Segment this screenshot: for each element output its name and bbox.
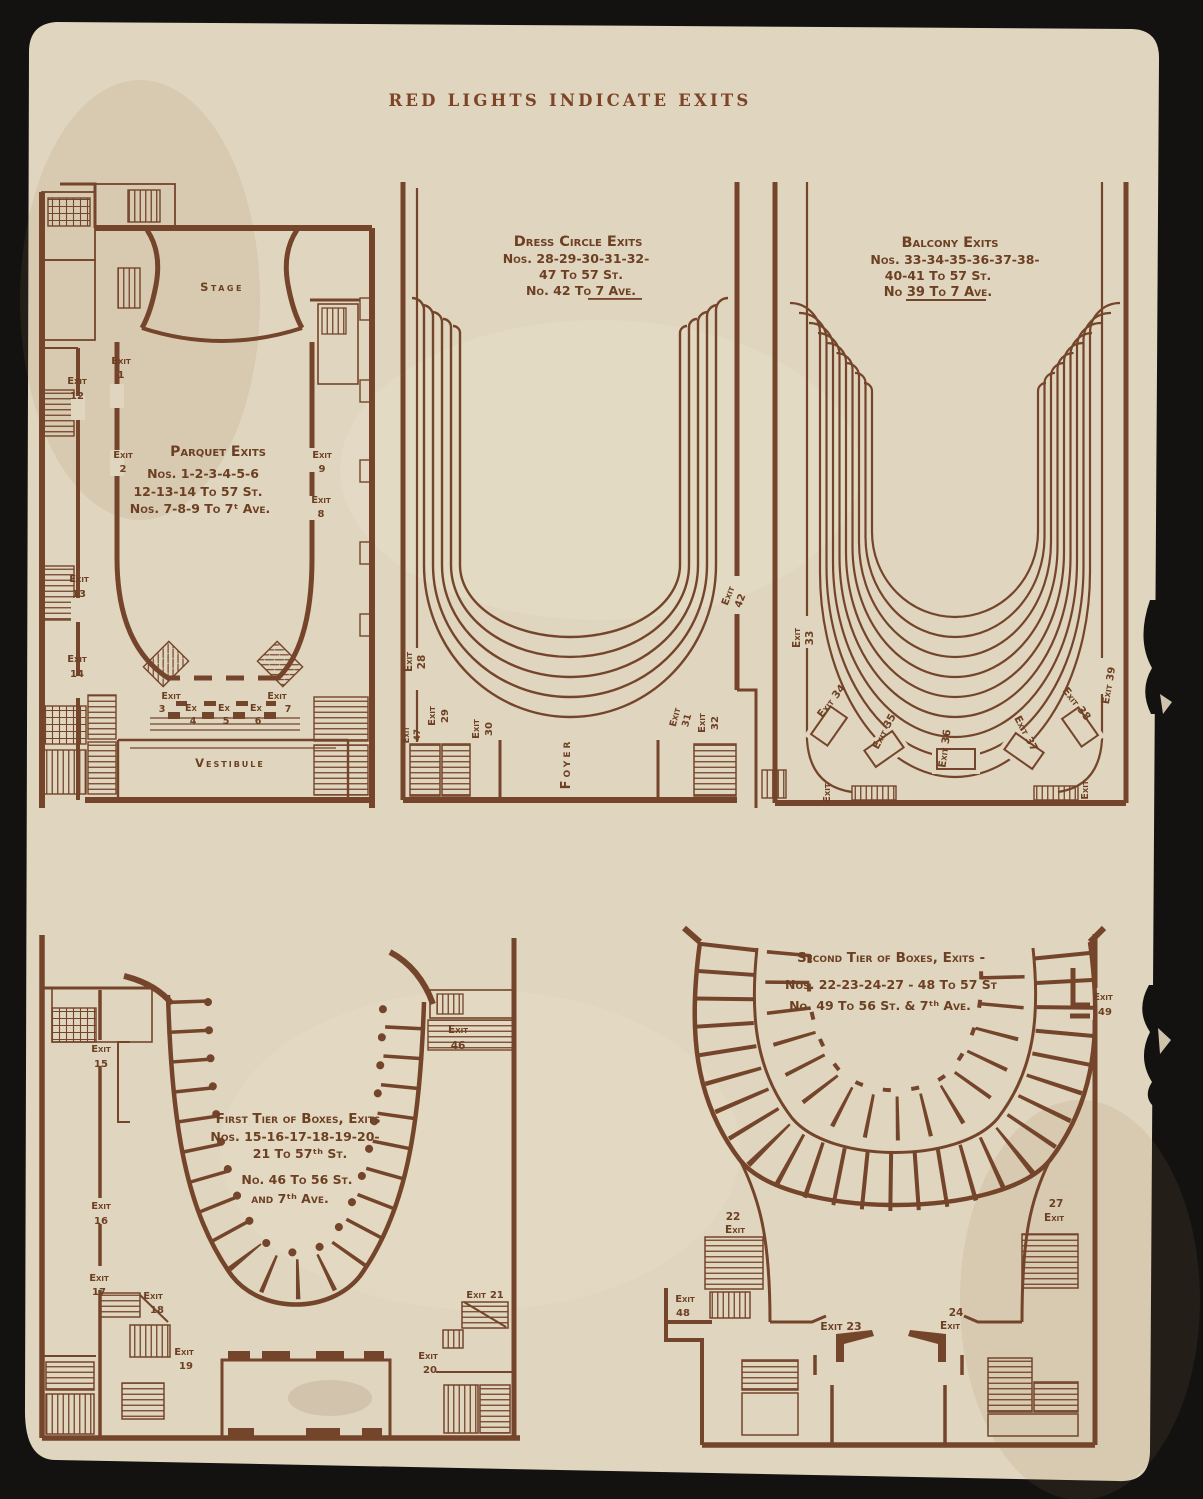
exit-label-33: Exit33 bbox=[791, 628, 816, 648]
balcony-seating-rows bbox=[789, 301, 1121, 779]
parquet-line2: 12-13-14 To 57 St. bbox=[133, 484, 262, 499]
first-tier-line4: and 7ᵗʰ Ave. bbox=[251, 1191, 328, 1206]
parquet-stage-walls bbox=[139, 228, 305, 343]
exit-label-47: Exit47 bbox=[402, 726, 423, 744]
exit-label-corner-left: Exit bbox=[822, 783, 833, 802]
second-tier-line2: No. 49 To 56 St. & 7ᵗʰ Ave. bbox=[789, 998, 971, 1013]
stage-label: Stage bbox=[200, 280, 244, 294]
second-tier-line1: Nos. 22-23-24-27 - 48 To 57 St bbox=[785, 977, 998, 992]
parquet-walls bbox=[39, 182, 375, 808]
first-tier-line3: No. 46 To 56 St. bbox=[241, 1172, 352, 1187]
exit-label-corner-right: Exit bbox=[1080, 780, 1091, 799]
second-tier-boxes-ring bbox=[682, 925, 1107, 1211]
parquet-line3: Nos. 7-8-9 To 7ᵗ Ave. bbox=[130, 501, 270, 516]
second-tier-walls bbox=[664, 934, 1098, 1448]
dress-circle-underline bbox=[588, 298, 642, 300]
parquet-title: Parquet Exits bbox=[170, 444, 266, 460]
balcony-line3: No 39 To 7 Ave. bbox=[884, 285, 992, 300]
first-tier-line1: Nos. 15-16-17-18-19-20- bbox=[210, 1129, 379, 1144]
plan-dress-circle: Dress Circle Exits Nos. 28-29-30-31-32- … bbox=[400, 182, 787, 808]
balcony-line2: 40-41 To 57 St. bbox=[885, 268, 992, 283]
parquet-line1: Nos. 1-2-3-4-5-6 bbox=[147, 466, 259, 481]
first-tier-title: First Tier of Boxes, Exits bbox=[216, 1111, 381, 1127]
plan-parquet: Stage Vestibule Parquet Exits Nos. 1-2-3… bbox=[39, 182, 375, 808]
exit-label-28: Exit28 bbox=[403, 652, 428, 672]
balcony-line1: Nos. 33-34-35-36-37-38- bbox=[870, 252, 1039, 267]
parquet-vestibule-walls bbox=[85, 694, 372, 803]
paper-sheet bbox=[24, 22, 1160, 1482]
paper-texture bbox=[20, 80, 1200, 1499]
parquet-door-dashes bbox=[168, 701, 276, 719]
first-tier-boxes-ring bbox=[165, 994, 427, 1307]
first-tier-lobby bbox=[220, 1351, 392, 1440]
dress-circle-walls bbox=[400, 182, 787, 808]
dress-circle-line3: No. 42 To 7 Ave. bbox=[526, 283, 636, 298]
first-tier-line2: 21 To 57ᵗʰ St. bbox=[253, 1146, 347, 1161]
parquet-exit-openings bbox=[71, 384, 319, 698]
first-tier-stairs bbox=[42, 1292, 514, 1435]
dress-circle-line1: Nos. 28-29-30-31-32- bbox=[503, 251, 650, 266]
exit-label-36: Exit36 bbox=[936, 729, 953, 769]
balcony-walls bbox=[772, 182, 1129, 806]
dress-circle-line2: 47 To 57 St. bbox=[539, 267, 623, 282]
parquet-corner-stairs bbox=[142, 640, 304, 688]
plan-first-tier: First Tier of Boxes, Exits Nos. 15-16-17… bbox=[39, 935, 520, 1441]
page-title: RED LIGHTS INDICATE EXITS bbox=[388, 91, 751, 110]
foyer-label: Foyer bbox=[559, 739, 574, 790]
first-tier-walls bbox=[39, 935, 520, 1441]
dress-circle-title: Dress Circle Exits bbox=[514, 234, 643, 250]
exit-label-31: Exit31 bbox=[668, 706, 695, 731]
second-tier-door-swings bbox=[836, 1330, 946, 1362]
dress-circle-seating-rows bbox=[411, 296, 729, 719]
balcony-exit-boxes bbox=[804, 699, 1105, 776]
balcony-title: Balcony Exits bbox=[901, 235, 998, 251]
second-tier-title: Second Tier of Boxes, Exits - bbox=[797, 950, 985, 966]
balcony-underline bbox=[906, 299, 986, 301]
vestibule-label: Vestibule bbox=[195, 756, 265, 770]
plan-second-tier: Second Tier of Boxes, Exits - Nos. 22-23… bbox=[664, 925, 1113, 1448]
plan-balcony: Balcony Exits Nos. 33-34-35-36-37-38- 40… bbox=[772, 182, 1129, 806]
torn-edge bbox=[1142, 600, 1172, 1106]
exit-label-39: Exit39 bbox=[1101, 666, 1118, 705]
